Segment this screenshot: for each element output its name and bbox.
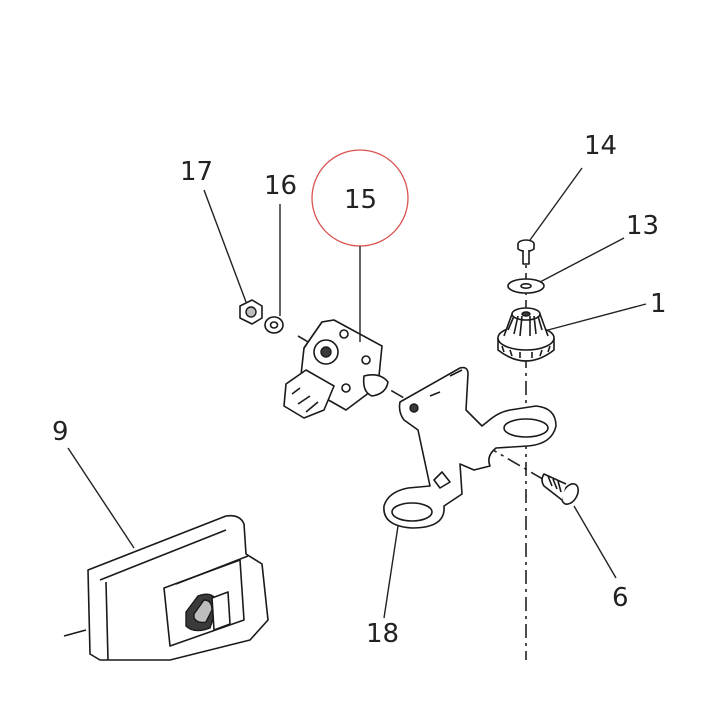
part-15-sensor-unit [283, 319, 389, 419]
part-18-bracket [383, 366, 557, 529]
part-13-washer [507, 278, 545, 294]
leader-1 [547, 303, 647, 331]
callout-13: 13 [626, 211, 659, 241]
leader-18 [383, 525, 399, 619]
callout-15: 15 [344, 185, 377, 215]
callout-labels: 17 16 15 14 13 1 9 6 18 [52, 131, 667, 649]
part-16-washer [264, 316, 284, 334]
leader-lines [67, 167, 647, 619]
assembly-axes [297, 246, 559, 660]
part-17-nut [239, 299, 263, 325]
callout-18: 18 [366, 619, 399, 649]
callout-17: 17 [180, 157, 213, 187]
leader-14 [529, 167, 583, 241]
part-1-bevel-gear [497, 307, 555, 362]
leader-17 [203, 189, 247, 303]
horizontal-assembly-axis [297, 335, 559, 489]
callout-16: 16 [264, 171, 297, 201]
leader-9 [67, 447, 135, 549]
part-14-screw [517, 239, 535, 265]
leader-13 [539, 237, 625, 283]
part-6-screw [541, 473, 579, 505]
callout-1: 1 [650, 289, 667, 319]
callout-6: 6 [612, 583, 629, 613]
part-9-housing [63, 514, 269, 661]
callout-9: 9 [52, 417, 69, 447]
leader-6 [573, 505, 617, 579]
callout-14: 14 [584, 131, 617, 161]
